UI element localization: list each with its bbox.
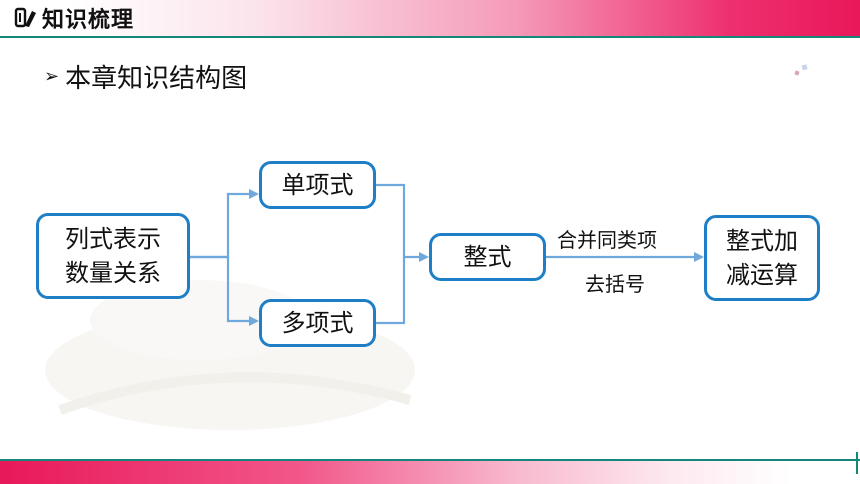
- subtitle: ➢ 本章知识结构图: [44, 58, 247, 95]
- node-list-expressions: 列式表示 数量关系: [36, 213, 190, 299]
- node-operation-line1: 整式加: [726, 227, 798, 255]
- node-integral-expression: 整式: [429, 233, 546, 281]
- node-operation-line2: 减运算: [726, 261, 798, 289]
- arrow-bullet-icon: ➢: [44, 66, 60, 87]
- edge-source-to-monomial: [190, 189, 259, 259]
- bottom-rule: [0, 459, 860, 461]
- node-monomial-label: 单项式: [281, 171, 354, 199]
- book-icon: [14, 7, 36, 28]
- node-monomial: 单项式: [259, 161, 376, 209]
- node-list-expressions-line2: 数量关系: [65, 259, 161, 287]
- sparkle-icon: [794, 64, 808, 76]
- top-rule: [0, 36, 860, 38]
- node-list-expressions-line1: 列式表示: [65, 225, 161, 253]
- edge-monomial-to-integral: [376, 183, 429, 262]
- node-polynomial: 多项式: [259, 299, 376, 347]
- section-header: 知识梳理: [14, 4, 135, 33]
- node-add-subtract-operation: 整式加 减运算: [704, 215, 820, 301]
- subtitle-text: 本章知识结构图: [65, 64, 248, 94]
- corner-mark: [856, 452, 858, 474]
- top-banner: [0, 0, 860, 36]
- edge-label-remove-brackets: 去括号: [585, 272, 645, 296]
- edge-label-combine-like-terms: 合并同类项: [557, 228, 657, 252]
- node-integral-label: 整式: [463, 243, 512, 271]
- edge-source-to-polynomial: [190, 255, 259, 326]
- bottom-banner: [0, 461, 860, 484]
- section-title: 知识梳理: [42, 8, 135, 33]
- background-watermark: [45, 280, 415, 430]
- edge-polynomial-to-integral: [376, 257, 406, 325]
- node-polynomial-label: 多项式: [281, 309, 354, 337]
